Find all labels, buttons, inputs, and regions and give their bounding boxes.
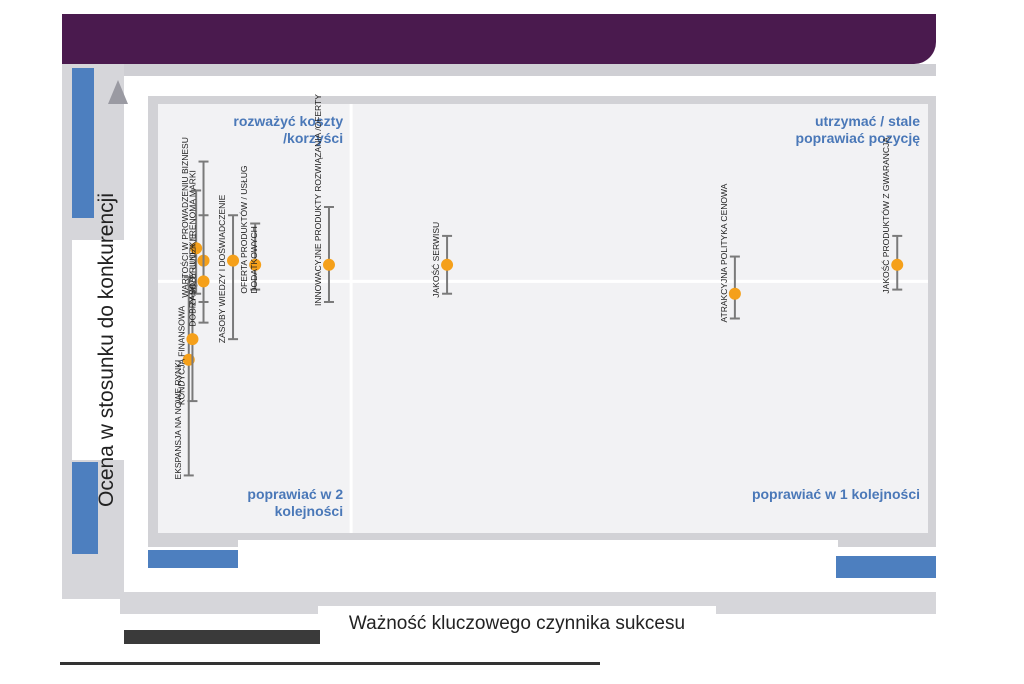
blue-tab-right bbox=[836, 556, 936, 578]
quadrant-bottom-right-label: poprawiać w 1 kolejności bbox=[752, 486, 920, 502]
point-label-5: ZASOBY WIEDZY I DOŚWIADCZENIE bbox=[216, 194, 227, 343]
blue-tab-left bbox=[148, 550, 238, 568]
point-label-7: INNOWACYJNE PRODUKTY ROZWIĄZANIA /OFERTY bbox=[313, 94, 323, 306]
plot-area bbox=[158, 104, 928, 533]
point-label-4: ZASOBY LUDZKIE bbox=[188, 233, 198, 306]
ylabel-background bbox=[72, 240, 142, 460]
point-label-1: KONDYCJA FINANSOWA bbox=[176, 305, 186, 405]
xlabel-background bbox=[318, 606, 716, 652]
point-label-9: ATRAKCYJNA POLITYKA CENOWA bbox=[719, 183, 729, 322]
subtitle-band bbox=[62, 64, 936, 76]
title-band bbox=[62, 14, 936, 64]
x-axis-label: Ważność kluczowego czynnika sukcesu bbox=[348, 613, 686, 634]
footnote-rule bbox=[60, 662, 600, 665]
quadrant-top-left-label: rozważyć koszty/korzyści bbox=[233, 113, 343, 146]
point-label-2: WARTOŚCI W PROWADZENIU BIZNESU bbox=[179, 137, 190, 298]
point-label-3: DOBRY WIZERUNEK / RENOMA MARKI bbox=[188, 170, 198, 327]
blue-accent-bottom bbox=[72, 462, 98, 554]
data-point-9 bbox=[728, 287, 741, 300]
data-point-6 bbox=[249, 258, 262, 271]
point-label-6: OFERTA PRODUKTÓW / USŁUGDODATKOWYCH bbox=[239, 165, 259, 293]
point-label-10: JAKOŚĆ PRODUKTÓW Z GWARANCJĄ bbox=[880, 137, 891, 294]
point-label-0: EKSPANSJA NA NOWE RYNKI bbox=[173, 360, 183, 480]
data-point-10 bbox=[891, 258, 904, 271]
footnote-block bbox=[124, 630, 320, 644]
blue-accent-top bbox=[72, 68, 94, 218]
point-label-8: JAKOŚĆ SERWISU bbox=[430, 222, 441, 298]
data-point-4 bbox=[197, 275, 210, 288]
data-point-8 bbox=[441, 258, 454, 271]
data-point-1 bbox=[186, 333, 199, 346]
bottom-white-area bbox=[238, 540, 838, 588]
axis-arrow-icon bbox=[108, 80, 128, 104]
data-point-5 bbox=[227, 254, 240, 267]
data-point-7 bbox=[322, 258, 335, 271]
data-point-2 bbox=[190, 242, 203, 255]
